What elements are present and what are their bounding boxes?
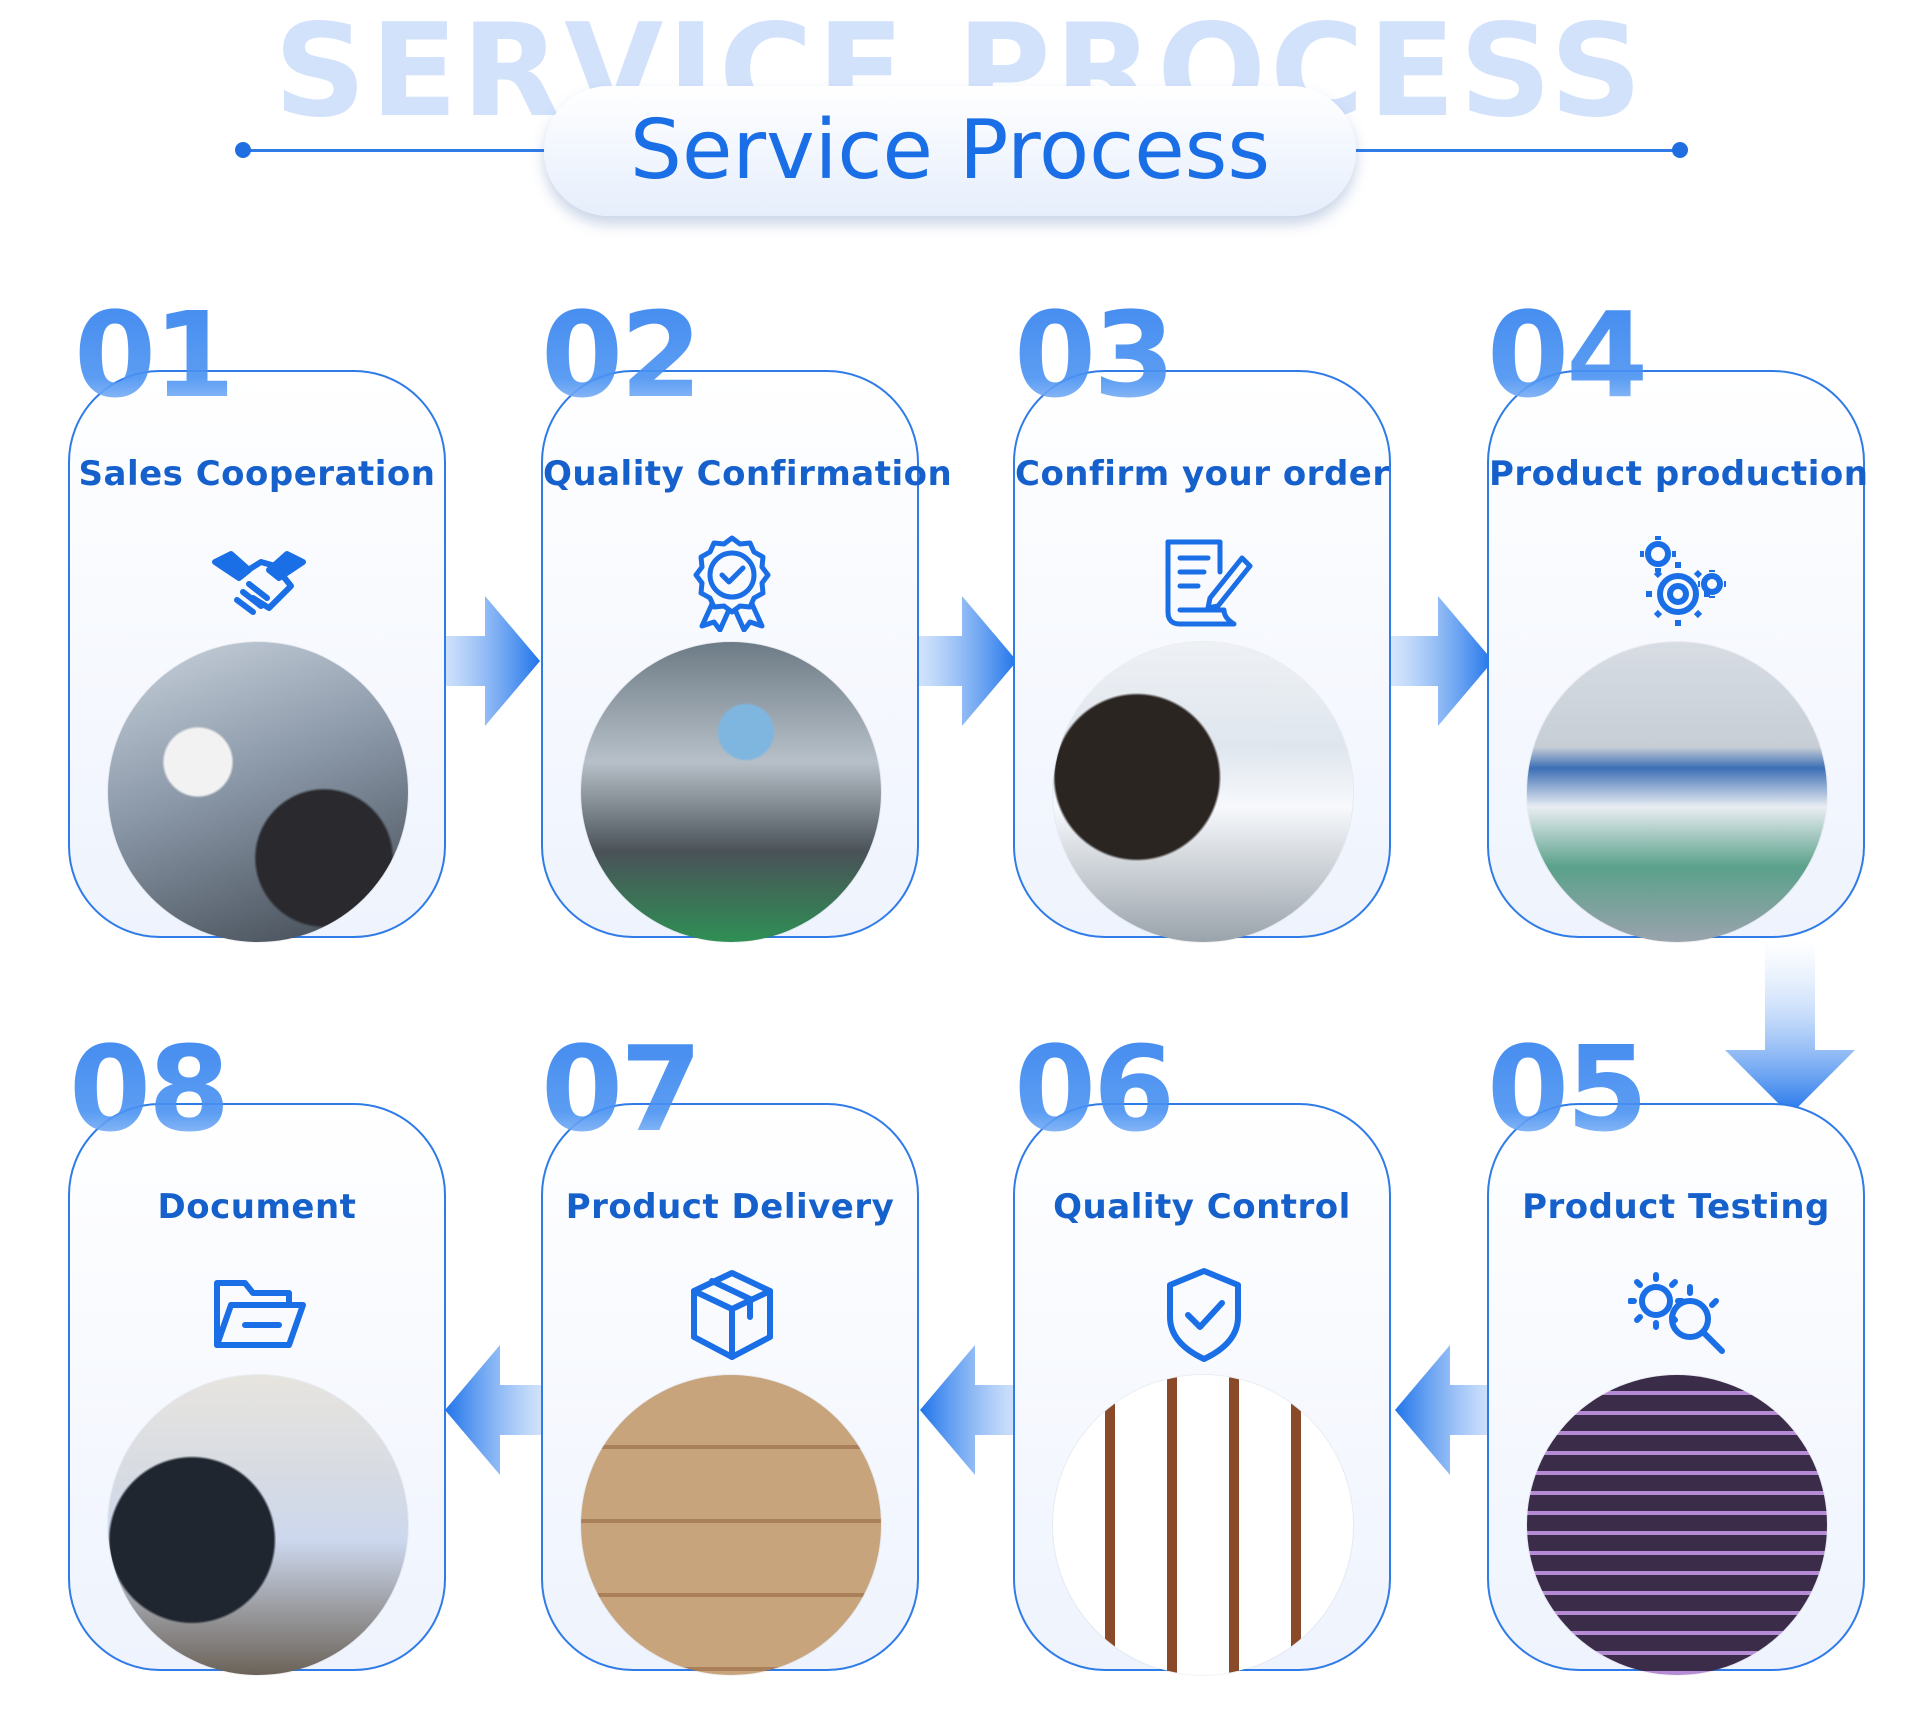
step-number-03: 03 [1014,286,1175,424]
step-card-08: Document [68,1103,446,1675]
arrow-left-5-6 [1395,1345,1550,1475]
step-title-08: Document [157,1187,357,1227]
header: SERVICE PROCESS Service Process [0,0,1920,230]
step-number-01: 01 [74,286,235,424]
header-dot-left [235,142,251,158]
step-card-04: Product production [1487,370,1869,942]
page-title: Service Process [629,103,1271,198]
step-photo-07 [581,1375,881,1675]
step-number-06: 06 [1014,1020,1175,1158]
arrow-right-1-2 [385,596,540,726]
award-badge-icon [693,535,771,632]
step-title-03: Confirm your order [1015,454,1390,494]
step-card-03: Confirm your order [1013,370,1391,942]
arrow-left-7-8 [445,1345,600,1475]
step-card-02: Quality Confirmation [541,370,953,942]
handshake-icon [212,551,306,615]
step-photo-05 [1527,1375,1827,1675]
header-rule-left [243,149,563,152]
step-number-02: 02 [541,286,702,424]
step-card-01: Sales Cooperation [68,370,446,942]
step-card-06: Quality Control [1013,1103,1391,1675]
step-title-06: Quality Control [1053,1187,1351,1227]
step-number-07: 07 [541,1020,702,1158]
arrow-right-3-4 [1338,596,1493,726]
step-photo-06 [1053,1375,1353,1675]
step-title-04: Product production [1489,454,1869,494]
step-number-04: 04 [1487,286,1648,424]
step-photo-04 [1527,642,1827,942]
step-photo-03 [1053,642,1353,942]
step-title-05: Product Testing [1522,1187,1830,1227]
header-dot-right [1672,142,1688,158]
step-number-08: 08 [69,1020,230,1158]
step-title-02: Quality Confirmation [543,454,953,494]
step-photo-01 [108,642,408,942]
header-rule-right [1330,149,1680,152]
step-photo-08 [108,1375,408,1675]
package-box-icon [691,1270,773,1360]
gears-icon [1640,536,1726,626]
step-title-07: Product Delivery [565,1187,895,1227]
step-photo-02 [581,642,881,942]
folder-icon [214,1280,306,1348]
arrow-left-6-7 [920,1345,1075,1475]
shield-check-icon [1167,1268,1241,1362]
contract-edit-icon [1165,539,1253,627]
arrow-right-2-3 [862,596,1017,726]
step-title-01: Sales Cooperation [78,454,436,494]
arrow-down-4-5 [1725,940,1855,1115]
step-number-05: 05 [1487,1020,1648,1158]
title-pill [544,86,1356,216]
step-card-07: Product Delivery [541,1103,919,1675]
step-card-05: Product Testing [1487,1103,1865,1675]
gear-magnifier-icon [1628,1272,1725,1354]
